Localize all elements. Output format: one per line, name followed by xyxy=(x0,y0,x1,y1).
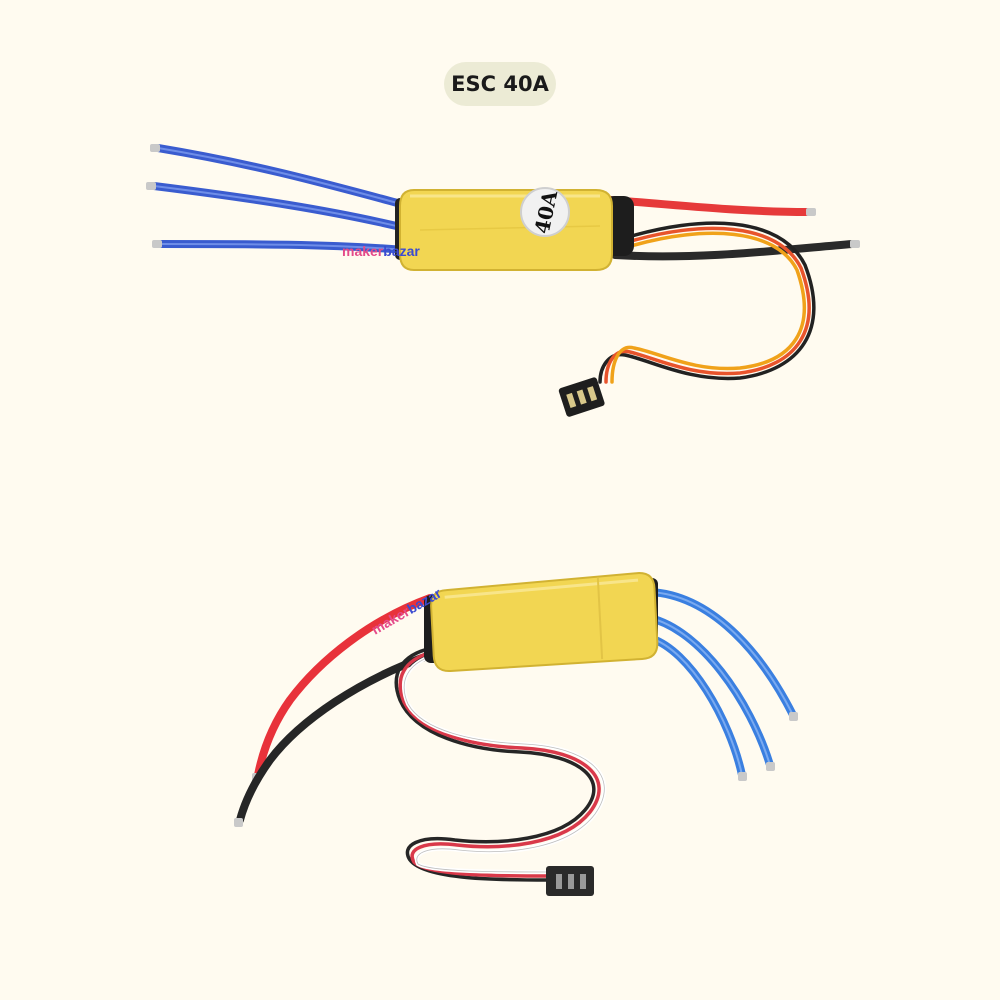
rating-badge-top: 40A xyxy=(520,187,570,237)
red-power-wire-top xyxy=(606,196,812,216)
black-power-wire-top xyxy=(611,240,856,261)
servo-connector-bottom xyxy=(546,866,594,896)
servo-connector-top xyxy=(558,377,605,417)
red-power-wire-bottom xyxy=(254,594,434,779)
brand-part1-top: maker xyxy=(342,243,384,259)
page-title: ESC 40A xyxy=(451,72,549,96)
signal-cable-bottom xyxy=(394,646,607,882)
esc-top: 40A makerbazar xyxy=(146,144,860,417)
black-power-wire-bottom xyxy=(236,651,434,824)
title-badge: ESC 40A xyxy=(444,62,556,106)
wire-tips-top xyxy=(146,144,162,248)
wire-tips-bottom xyxy=(738,712,798,781)
brand-label-top: makerbazar xyxy=(342,243,420,259)
esc-bottom: makerbazar xyxy=(234,572,798,896)
signal-cable-top xyxy=(598,221,816,384)
brand-part2-top: bazar xyxy=(383,243,420,259)
motor-wires-bottom xyxy=(646,588,797,779)
motor-wires-top xyxy=(150,144,409,254)
